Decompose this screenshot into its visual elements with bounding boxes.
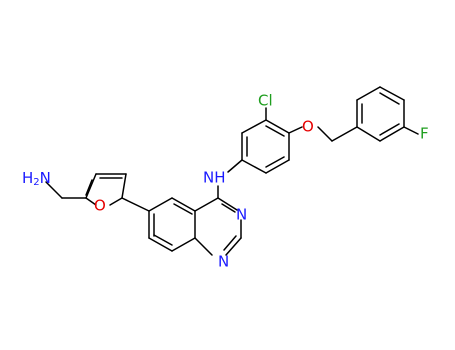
bond-q-c2-n1-inner xyxy=(223,235,237,251)
bond-furan-o-c2 xyxy=(109,197,123,206)
bond-furan-c2-c3 xyxy=(121,173,127,199)
bond-bz-f xyxy=(403,126,419,135)
amine-nh2-label: H2N xyxy=(22,169,51,189)
amine-nh2-subscript: 2 xyxy=(33,177,39,188)
bond-q-c8-c7-inner xyxy=(153,234,173,246)
bond-ar-c-d xyxy=(265,119,290,134)
bond-q-c4-n3 xyxy=(217,197,238,211)
bond-bz-t-u-inner xyxy=(379,123,400,136)
bond-furan-c5-o xyxy=(85,197,97,206)
bond-o-ch2 xyxy=(317,126,333,142)
chlorine-label: Cl xyxy=(258,92,273,110)
bond-q-c2-n1 xyxy=(225,237,242,256)
bond-furan-c4-c5 xyxy=(85,173,97,199)
bond-ar-o xyxy=(288,126,303,134)
bond-ar-f-a xyxy=(241,159,267,174)
quinazoline-n3-label: N xyxy=(236,206,247,224)
bond-bz-q-r xyxy=(356,86,381,101)
bond-bz-t-u xyxy=(379,126,405,142)
fluorine-label: F xyxy=(420,125,429,143)
bond-q-c6-c5 xyxy=(148,197,173,212)
secondary-amine-label: NH xyxy=(203,169,226,187)
bond-q-c5-c4a xyxy=(171,197,196,212)
bond-lines xyxy=(45,86,419,256)
bond-bz-u-p xyxy=(356,126,381,142)
bond-nh-aryl xyxy=(227,159,243,173)
bond-furan-c4-c5-double xyxy=(85,179,93,196)
bond-q-c4-n3-inner xyxy=(221,203,236,213)
bond-ar-e-f-inner xyxy=(265,156,285,168)
bond-q-c8-c7 xyxy=(148,237,173,252)
bond-n-ch2 xyxy=(45,181,63,199)
bond-q-n1-c8a xyxy=(194,237,213,256)
bond-ar-e-f xyxy=(265,159,290,174)
bond-ar-b-c xyxy=(241,119,267,134)
bond-furan-quinazoline xyxy=(121,197,150,212)
bond-q-c8a-c8 xyxy=(171,237,196,252)
atom-labels: H2N O NH N N Cl O F xyxy=(22,92,429,271)
ether-oxygen-label: O xyxy=(302,118,314,136)
bond-bz-r-s-inner xyxy=(379,92,400,105)
bond-q-c5-c4a-inner xyxy=(173,203,193,215)
quinazoline-n1-label: N xyxy=(218,253,229,271)
bond-ar-c-d-inner xyxy=(265,125,285,137)
bond-q-c4a-c4 xyxy=(194,197,219,212)
bond-bz-r-s xyxy=(379,86,405,101)
furan-oxygen-label: O xyxy=(94,197,106,215)
bond-ch2-benzyl xyxy=(331,126,358,142)
